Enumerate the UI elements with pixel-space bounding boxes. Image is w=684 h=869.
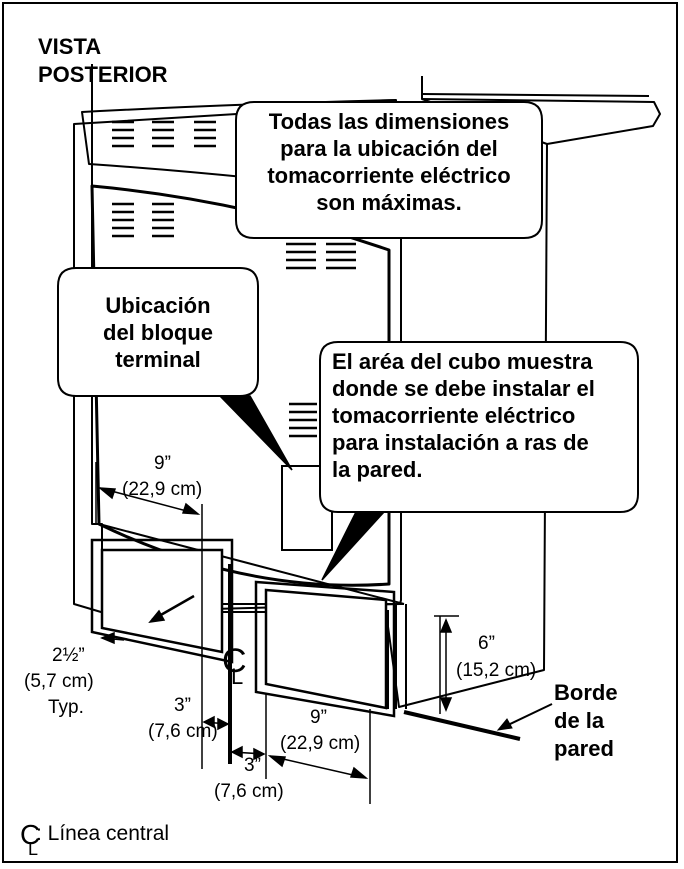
terminal-block-line-3: terminal [115,347,201,372]
gap-left-in: 3” [174,695,191,716]
terminal-block-line-1: Ubicación [105,293,211,318]
terminal-block-line-2: del bloque [103,320,213,345]
terminal-pointer [218,395,293,471]
lower-width-dim [269,755,367,779]
cube-area-line-4: para instalación a ras de [332,430,589,455]
height-in: 6” [478,633,495,654]
view-title-line-1: VISTA [38,34,102,59]
legend-symbol-c: C [20,819,41,850]
legend-text: : Línea central [36,822,170,845]
lower-width-cm: (22,9 cm) [280,733,361,754]
diagram-frame: VISTA POSTERIOR Todas las dimensiones pa… [2,2,678,863]
dimensions-note-line-4: son máximas. [316,190,462,215]
dimensions-note-bubble [235,101,543,239]
cube-area-bubble [319,341,639,513]
lower-width-in: 9” [310,707,327,728]
lower-vent-slots [112,202,356,438]
gap-left-cm: (7,6 cm) [148,721,218,742]
centerline-symbol-c: C [222,642,247,680]
upper-width-dim [99,487,199,515]
wall-edge-line-2: de la [554,708,605,733]
cube-area-note: El aréa del cubo muestra donde se debe i… [332,348,636,483]
upper-vent-slots [112,120,216,148]
cube-area-line-3: tomacorriente eléctrico [332,403,576,428]
left-offset-cm: (5,7 cm) [24,671,94,692]
centerline-symbol-l: L [231,664,244,689]
dimensions-note: Todas las dimensiones para la ubicación … [232,108,546,216]
range-back-view-drawing [57,64,661,804]
range-top-edge [421,98,661,145]
gap-right-in: 3” [244,755,261,776]
legend-symbol-l: L [28,839,39,859]
cube-area-line-1: El aréa del cubo muestra [332,349,593,374]
height-cm: (15,2 cm) [456,660,537,681]
wall-edge-line [403,710,521,741]
left-offset-typ: Typ. [48,697,84,718]
dimensions-note-line-2: para la ubicación del [280,136,498,161]
gap-right-cm: (7,6 cm) [214,781,284,802]
view-title-line-2: POSTERIOR [38,62,168,87]
terminal-block-label: Ubicación del bloque terminal [58,292,258,373]
left-outlet-box [90,538,234,664]
dimensions-note-line-1: Todas las dimensiones [268,109,510,134]
dimensions-note-line-3: tomacorriente eléctrico [267,163,511,188]
upper-width-in: 9” [154,453,171,474]
cube-pointer [321,511,386,581]
wall-edge-line-1: Borde [554,680,618,705]
wall-edge-line-3: pared [554,736,614,761]
right-outlet-box [254,580,396,718]
cube-area-line-2: donde se debe instalar el [332,376,595,401]
cube-area-line-5: la pared. [332,457,423,482]
left-offset-in: 2½” [52,645,85,666]
upper-width-cm: (22,9 cm) [122,479,203,500]
